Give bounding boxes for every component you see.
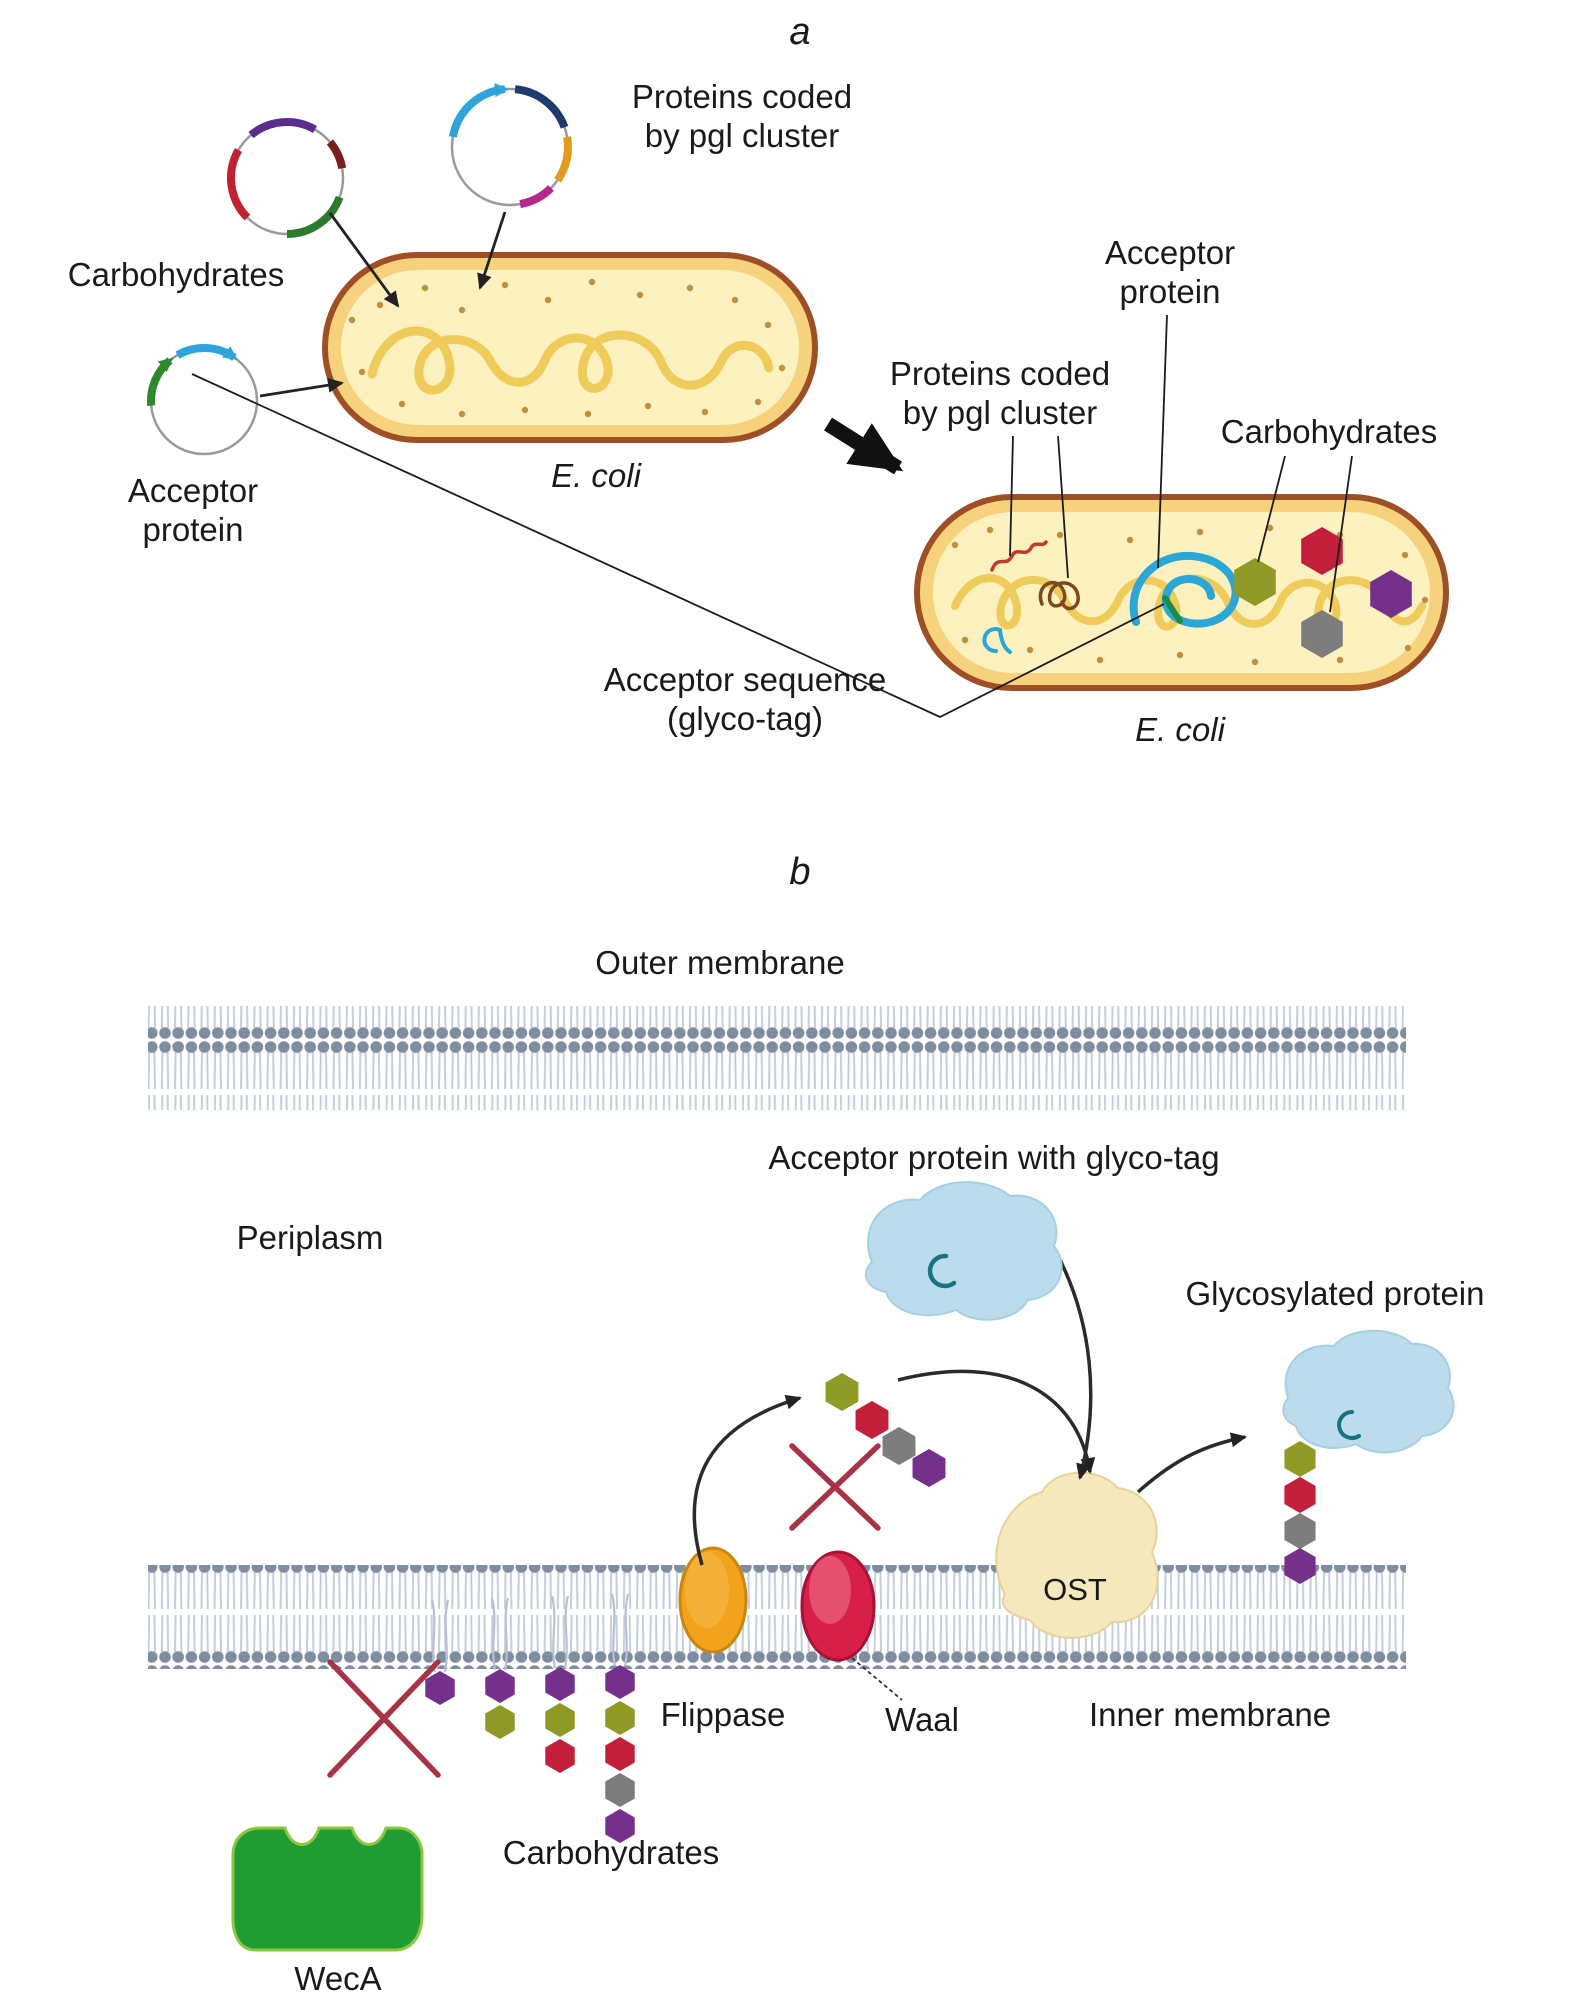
pgl-protein-brown-squiggle — [1038, 580, 1080, 611]
pathway-arrows — [692, 1251, 1247, 1566]
label-acceptor-right-line1: Acceptor — [1105, 234, 1235, 271]
acceptor-protein-blob — [864, 1181, 1063, 1321]
glyco-tag-hook-icon — [1337, 1410, 1361, 1440]
sugar-hexagon-olive — [825, 1373, 859, 1411]
label-inner-membrane: Inner membrane — [1089, 1696, 1331, 1733]
label-outer-membrane: Outer membrane — [595, 944, 844, 981]
sugar-hexagon-red — [1284, 1477, 1316, 1513]
blocked-cross-weca — [327, 1659, 441, 1778]
label-pgl-right-line2: by pgl cluster — [903, 394, 1097, 431]
label-acceptor-glycotag: Acceptor protein with glyco-tag — [768, 1139, 1219, 1176]
label-pgl-top-line1: Proteins coded — [632, 78, 852, 115]
sugar-hexagon-gray — [882, 1427, 916, 1465]
label-carbohydrates-right: Carbohydrates — [1221, 413, 1437, 450]
label-carbohydrates-b: Carbohydrates — [503, 1834, 719, 1871]
dna-squiggle-1 — [367, 326, 774, 395]
ost-blob — [995, 1471, 1159, 1639]
label-ecoli-right: E. coli — [1135, 711, 1227, 748]
cytoplasm-dots-1 — [348, 278, 786, 418]
waal-oval — [800, 1550, 876, 1662]
sugar-hexagon-olive — [605, 1701, 635, 1735]
blocked-cross-waal — [789, 1443, 881, 1531]
sugar-hexagon-olive — [1284, 1441, 1316, 1477]
label-acceptor-left-line2: protein — [143, 511, 244, 548]
label-ost: OST — [1043, 1572, 1107, 1607]
plasmid-arrows — [259, 211, 507, 398]
label-pgl-top-line2: by pgl cluster — [645, 117, 839, 154]
glyco-tag-mark — [1162, 595, 1183, 624]
waal-pointer-line — [851, 1657, 903, 1701]
label-acceptor-right-line2: protein — [1120, 273, 1221, 310]
label-glycosylated-protein: Glycosylated protein — [1186, 1275, 1485, 1312]
sugar-hexagon-purple — [912, 1449, 946, 1487]
panel-a-tag: a — [789, 11, 810, 53]
sugar-hexagon-gray — [1284, 1513, 1316, 1549]
sugar-hexagon-purple — [425, 1671, 455, 1705]
sugar-hexagon-red — [855, 1401, 889, 1439]
ecoli-cell-2 — [914, 494, 1449, 691]
sugar-hexagon-red — [545, 1739, 575, 1773]
inner-membrane-bilayer — [148, 1565, 1406, 1669]
label-waal: Waal — [885, 1701, 959, 1738]
ecoli-cell-1 — [322, 252, 818, 443]
sugar-hexagon-olive — [485, 1705, 515, 1739]
sugar-hexagon-red — [605, 1737, 635, 1771]
panel-b-tag: b — [789, 851, 810, 893]
undecaprenyl-tails — [430, 1593, 630, 1673]
label-flippase: Flippase — [661, 1696, 786, 1733]
sugar-hexagon-purple — [485, 1669, 515, 1703]
outer-membrane-bilayer — [148, 1006, 1406, 1110]
acceptor-protein-squiggle — [1129, 551, 1240, 628]
sugar-hexagon-purple — [545, 1667, 575, 1701]
label-weca: WecA — [294, 1960, 381, 1997]
growing-sugar-chains — [425, 1665, 635, 1843]
free-glycan-chain — [825, 1373, 946, 1487]
label-pointer-lines — [191, 314, 1353, 718]
label-acceptor-seq-line1: Acceptor sequence — [604, 661, 887, 698]
cytoplasm-dots-2 — [951, 524, 1429, 666]
label-ecoli-left: E. coli — [551, 457, 643, 494]
label-acceptor-seq-line2: (glyco-tag) — [667, 700, 823, 737]
plasmid-carbohydrates — [227, 118, 347, 238]
plasmid-pgl-cluster — [448, 83, 572, 209]
label-acceptor-left-line1: Acceptor — [128, 472, 258, 509]
glyco-tag-hook-icon — [927, 1253, 957, 1289]
glycosylated-protein-blob — [1282, 1329, 1455, 1584]
flippase-oval — [678, 1546, 748, 1654]
pgl-protein-red-squiggle — [990, 540, 1048, 572]
label-carbohydrates-left: Carbohydrates — [68, 256, 284, 293]
dna-squiggle-2 — [951, 574, 1426, 631]
weca-blob — [231, 1826, 424, 1952]
label-periplasm: Periplasm — [237, 1219, 384, 1256]
label-pgl-right-line1: Proteins coded — [890, 355, 1110, 392]
small-cyan-protein — [982, 627, 1012, 654]
sugar-hexagon-gray — [605, 1773, 635, 1807]
transformation-arrow — [824, 417, 904, 475]
sugar-hexagon-purple — [605, 1665, 635, 1699]
plasmid-acceptor-protein — [147, 344, 259, 456]
sugar-hexagon-olive — [545, 1703, 575, 1737]
